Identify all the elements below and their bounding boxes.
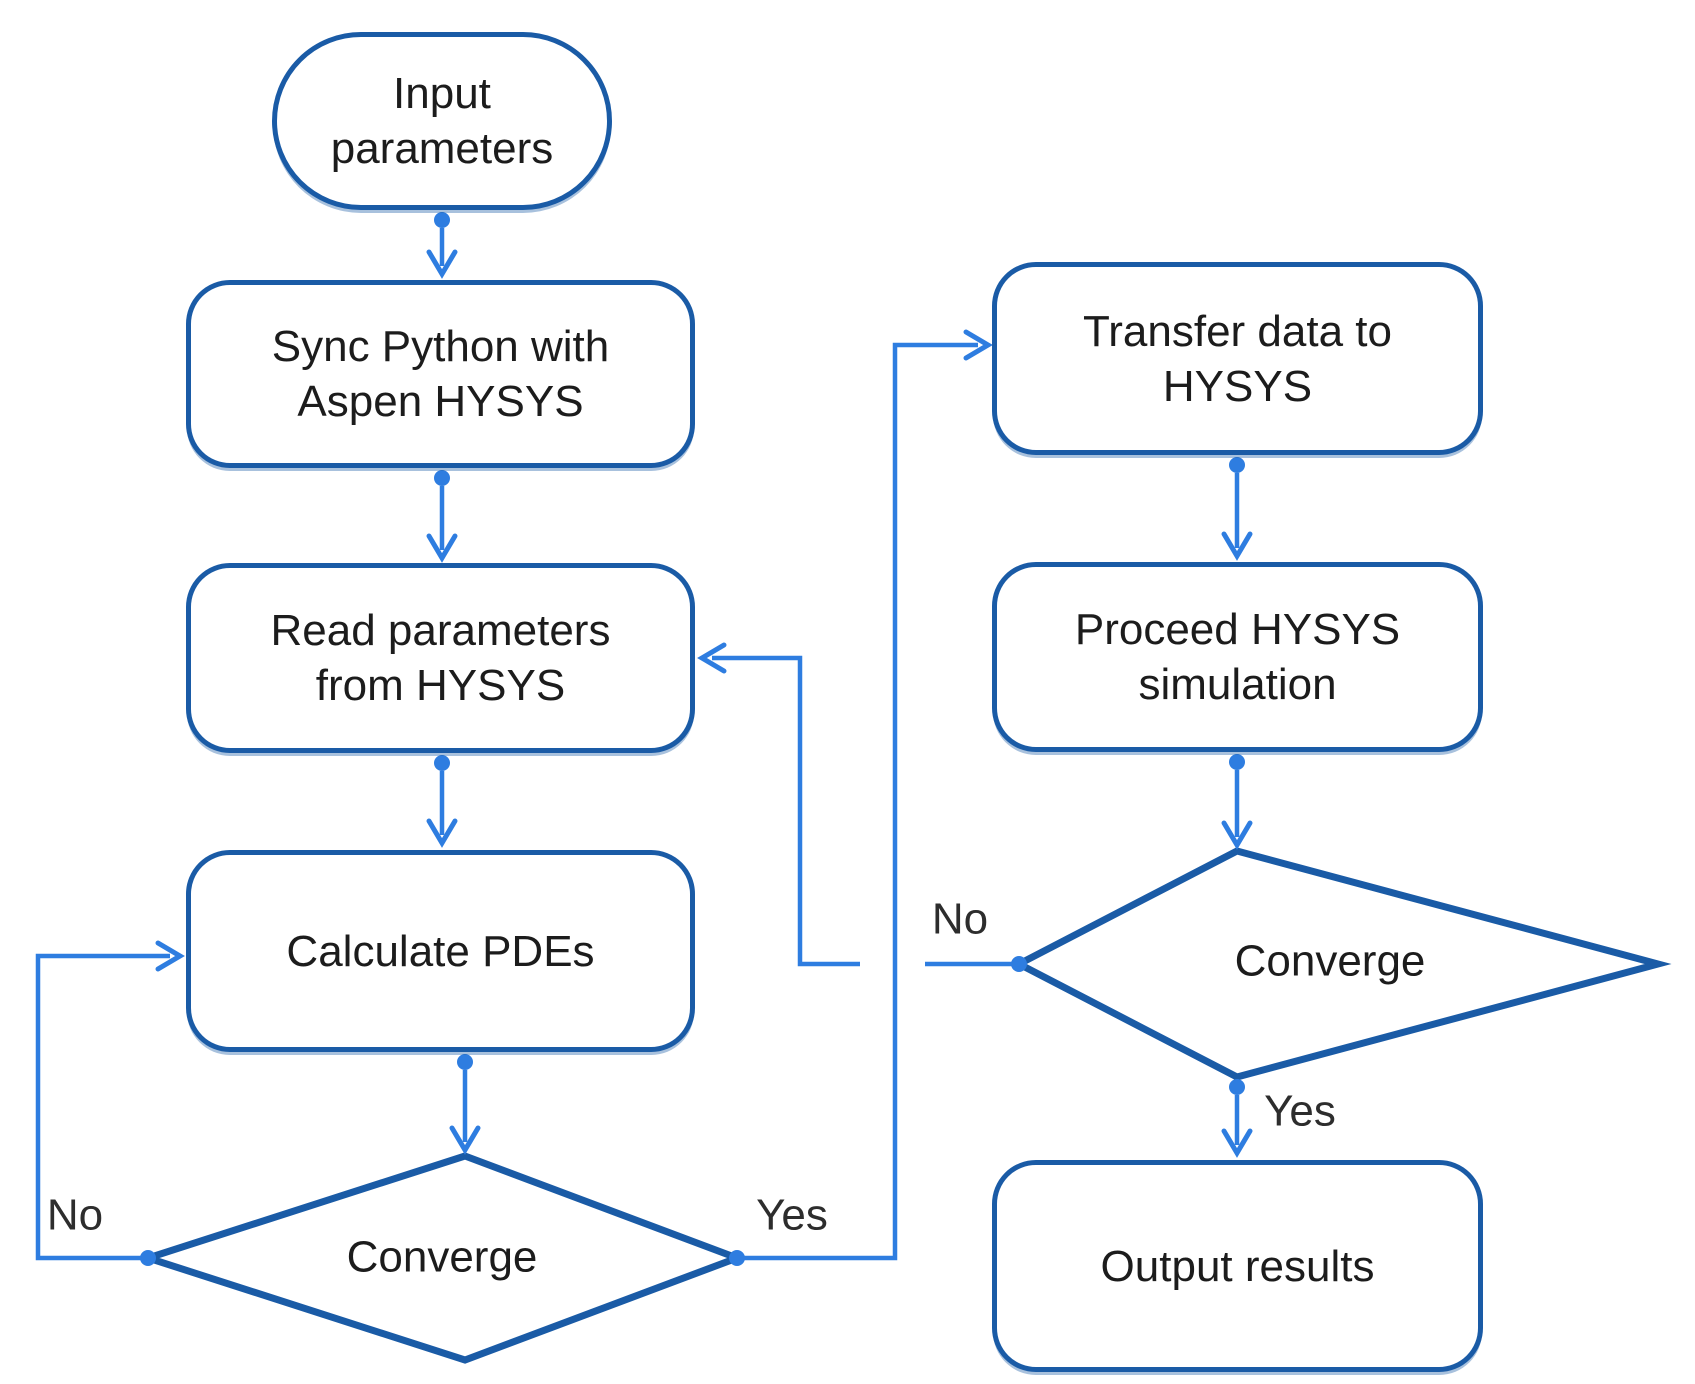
decision-converge-right-label: Converge <box>1234 936 1426 986</box>
node-input-parameters: Input parameters <box>272 32 612 210</box>
label-no-right: No <box>931 894 989 944</box>
edge-input-to-sync <box>426 212 458 279</box>
edge-sync-to-read <box>426 470 458 563</box>
decision-converge-right-shape <box>1011 847 1672 1081</box>
node-transfer-data-hysys: Transfer data to HYSYS <box>992 262 1483 455</box>
decision-converge-left-shape <box>136 1152 747 1364</box>
edge-read-to-calc <box>426 755 458 848</box>
label-yes-right: Yes <box>1264 1086 1336 1136</box>
edge-proceed-to-converge <box>1221 754 1253 850</box>
node-proceed-hysys-simulation: Proceed HYSYS simulation <box>992 562 1483 752</box>
edge-converge-no-to-calc <box>35 940 185 1266</box>
edge-converge-yes-to-transfer <box>729 329 993 1266</box>
node-calculate-pdes: Calculate PDEs <box>186 850 695 1052</box>
label-yes-left: Yes <box>756 1190 828 1240</box>
node-output-results: Output results <box>992 1160 1483 1372</box>
edge-converge2-yes-to-output <box>1221 1079 1253 1158</box>
edge-calc-to-converge <box>449 1054 481 1155</box>
node-sync-python-hysys: Sync Python with Aspen HYSYS <box>186 280 695 468</box>
edge-converge2-no-to-read <box>697 642 1027 972</box>
node-read-parameters: Read parameters from HYSYS <box>186 563 695 753</box>
edge-transfer-to-proceed <box>1221 457 1253 561</box>
decision-converge-left-label: Converge <box>346 1232 538 1282</box>
label-no-left: No <box>46 1190 104 1240</box>
